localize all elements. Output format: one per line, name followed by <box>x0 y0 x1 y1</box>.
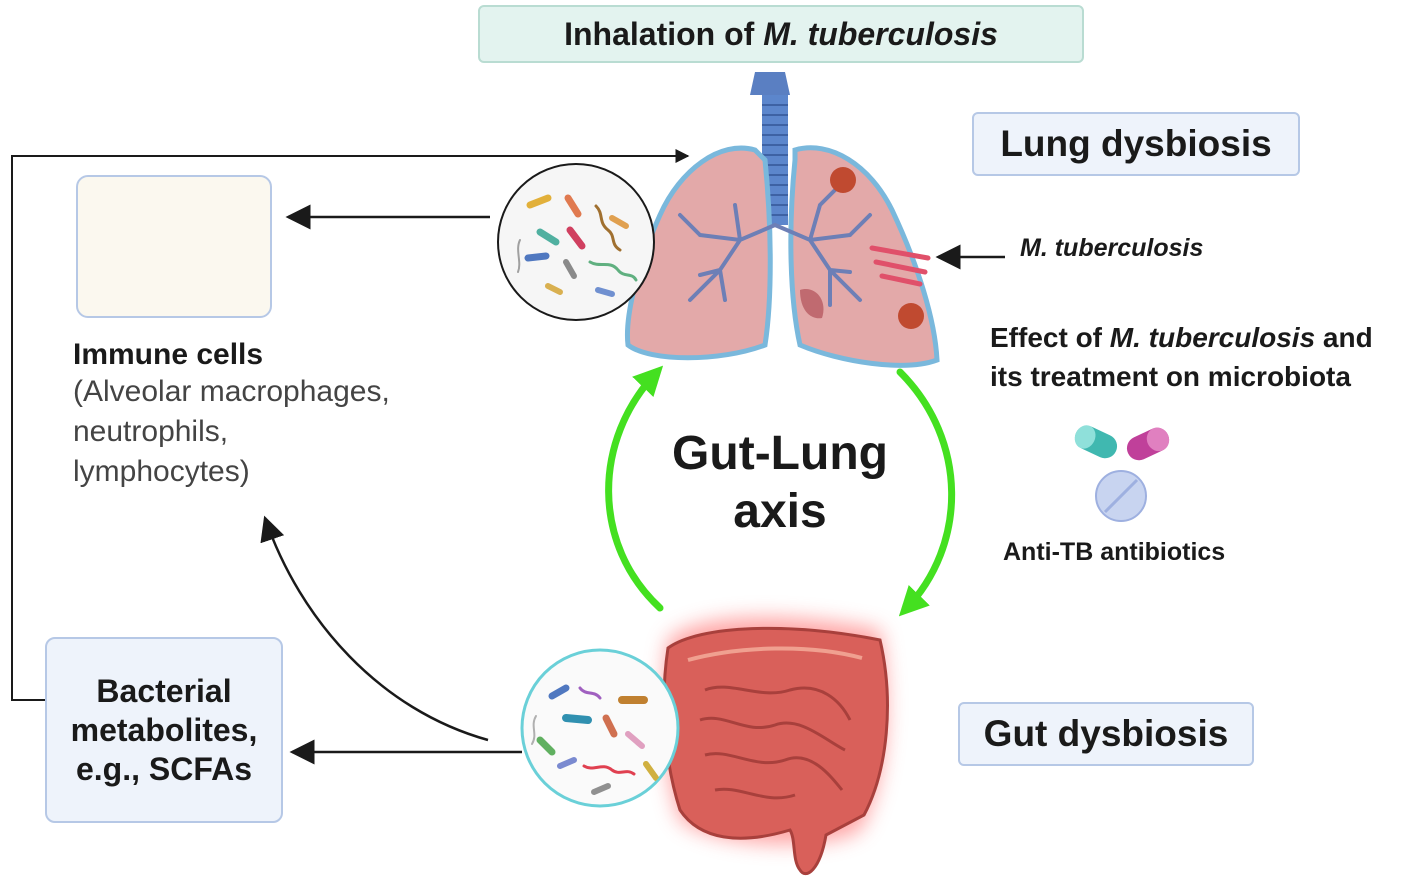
lung-dysbiosis-label: Lung dysbiosis <box>972 112 1300 176</box>
antibiotics-label: Anti-TB antibiotics <box>1003 538 1226 566</box>
feedback-loop-arrow <box>11 149 690 701</box>
axis-title-line: Gut-Lung <box>672 427 888 480</box>
intestines-icon <box>662 617 889 876</box>
gut-lung-axis-title: Gut-Lung axis <box>640 425 920 541</box>
gut-lung-cycle-arrows <box>605 365 956 617</box>
metabolites-line: e.g., SCFAs <box>75 750 253 787</box>
effect-line-2: its treatment on microbiota <box>990 361 1351 392</box>
immune-cells-box <box>76 175 272 318</box>
metabolites-line: Bacterial <box>96 672 232 709</box>
inhalation-title-pathogen: M. tuberculosis <box>763 15 998 52</box>
effect-pathogen: M. tuberculosis <box>1109 322 1316 353</box>
bacterial-metabolites-box: Bacterial metabolites, e.g., SCFAs <box>45 637 283 823</box>
lungs-icon <box>625 145 940 368</box>
antibiotic-pills-icon <box>1074 425 1170 522</box>
lung-microbiota-icon <box>497 163 655 321</box>
axis-title-line: axis <box>733 485 827 538</box>
effect-line-1: Effect of M. tuberculosis and <box>990 322 1373 354</box>
gut-microbiota-icon <box>520 648 680 808</box>
immune-cells-line: neutrophils, <box>73 415 229 448</box>
connector-arrows <box>260 204 1005 765</box>
metabolites-line: metabolites, <box>70 711 258 748</box>
effect-prefix: Effect of <box>990 322 1110 353</box>
effect-suffix: and <box>1315 322 1373 353</box>
immune-cells-title: Immune cells <box>73 338 264 371</box>
inhalation-title: Inhalation of M. tuberculosis <box>478 5 1084 63</box>
inhalation-title-prefix: Inhalation of <box>564 15 764 52</box>
immune-cells-line: lymphocytes) <box>73 455 250 488</box>
pathogen-label: M. tuberculosis <box>1020 234 1204 262</box>
immune-cells-line: (Alveolar macrophages, <box>73 375 390 408</box>
gut-dysbiosis-label: Gut dysbiosis <box>958 702 1254 766</box>
